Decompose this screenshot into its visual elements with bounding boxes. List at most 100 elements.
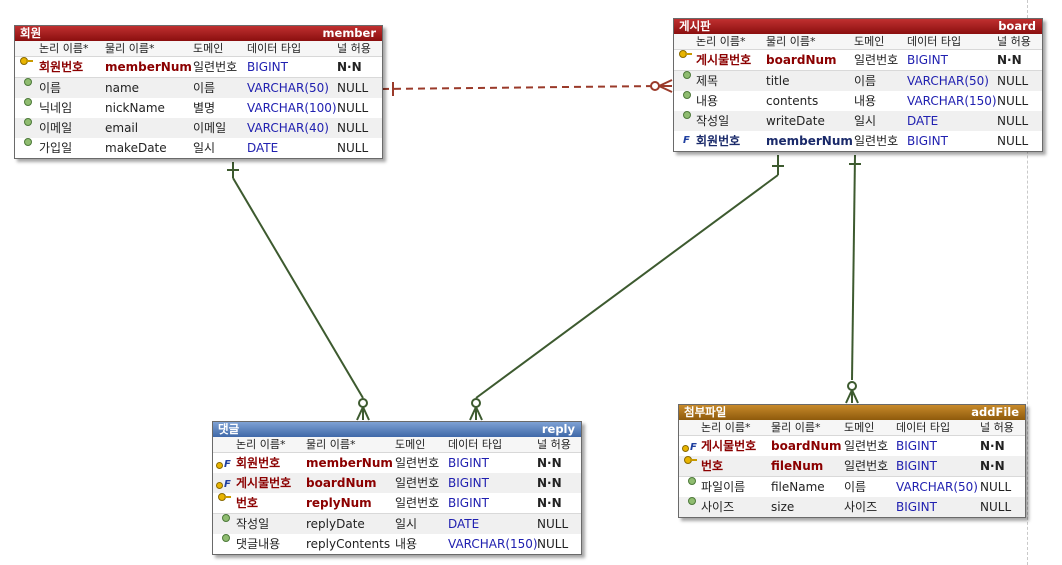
attribute-nullable: N·N bbox=[980, 459, 1005, 473]
relationship-member-board[interactable] bbox=[381, 79, 673, 96]
attribute-physical: name bbox=[105, 81, 140, 95]
attribute-dot-icon bbox=[218, 514, 232, 534]
header-domain: 도메인 bbox=[844, 421, 875, 434]
relationship-board-addfile[interactable] bbox=[845, 154, 861, 404]
entity-addfile[interactable]: 첨부파일 addFile 논리 이름* 물리 이름* 도메인 데이터 타입 널 … bbox=[678, 404, 1026, 518]
entity-reply[interactable]: 댓글 reply 논리 이름* 물리 이름* 도메인 데이터 타입 널 허용 F… bbox=[212, 421, 582, 555]
attribute-domain: 일시 bbox=[395, 517, 418, 531]
attribute-domain: 일련번호 bbox=[854, 53, 899, 67]
attribute-datatype: VARCHAR(50) bbox=[247, 81, 329, 95]
attribute-logical: 작성일 bbox=[236, 517, 270, 531]
header-nullable: 널 허용 bbox=[980, 421, 1014, 434]
attribute-physical: boardNum bbox=[306, 476, 377, 490]
primary-key-icon bbox=[679, 50, 693, 70]
attribute-domain: 일시 bbox=[193, 141, 216, 155]
attribute-datatype: BIGINT bbox=[896, 459, 937, 473]
attribute-physical: title bbox=[766, 74, 790, 88]
header-logical: 논리 이름* bbox=[696, 35, 746, 48]
header-nullable: 널 허용 bbox=[337, 42, 371, 55]
attribute-nullable: N·N bbox=[537, 496, 562, 510]
entity-member[interactable]: 회원 member 논리 이름* 물리 이름* 도메인 데이터 타입 널 허용 … bbox=[14, 25, 383, 159]
attribute-domain: 사이즈 bbox=[844, 500, 878, 514]
attribute-physical: boardNum bbox=[771, 439, 842, 453]
entity-title-bar[interactable]: 첨부파일 addFile bbox=[679, 405, 1025, 420]
header-physical: 물리 이름* bbox=[766, 35, 816, 48]
entity-physical-name: addFile bbox=[971, 405, 1019, 419]
entity-title-bar[interactable]: 회원 member bbox=[15, 26, 382, 41]
primary-foreign-key-icon: F bbox=[682, 436, 698, 456]
attribute-physical: makeDate bbox=[105, 141, 167, 155]
header-physical: 물리 이름* bbox=[306, 438, 356, 451]
header-domain: 도메인 bbox=[854, 35, 885, 48]
attribute-domain: 이름 bbox=[844, 480, 867, 494]
header-datatype: 데이터 타입 bbox=[247, 42, 302, 55]
column-header-row: 논리 이름* 물리 이름* 도메인 데이터 타입 널 허용 bbox=[674, 34, 1042, 50]
attribute-nullable: N·N bbox=[537, 456, 562, 470]
attribute-logical: 작성일 bbox=[696, 114, 730, 128]
attribute-logical: 게시물번호 bbox=[236, 476, 292, 490]
attribute-physical: memberNum bbox=[105, 60, 192, 74]
entity-physical-name: reply bbox=[541, 422, 575, 436]
attribute-datatype: VARCHAR(50) bbox=[907, 74, 989, 88]
attribute-dot-icon bbox=[679, 71, 693, 91]
attribute-datatype: BIGINT bbox=[907, 53, 948, 67]
attribute-physical: replyContents bbox=[306, 537, 391, 551]
attribute-physical: fileName bbox=[771, 480, 825, 494]
attribute-nullable: N·N bbox=[337, 60, 362, 74]
attribute-logical: 파일이름 bbox=[701, 480, 746, 494]
attribute-physical: size bbox=[771, 500, 795, 514]
attribute-physical: contents bbox=[766, 94, 819, 108]
attribute-nullable: NULL bbox=[537, 517, 569, 531]
attribute-logical: 내용 bbox=[696, 94, 719, 108]
attribute-physical: replyNum bbox=[306, 496, 372, 510]
header-datatype: 데이터 타입 bbox=[896, 421, 951, 434]
header-logical: 논리 이름* bbox=[236, 438, 286, 451]
entity-title-bar[interactable]: 게시판 board bbox=[674, 19, 1042, 34]
header-domain: 도메인 bbox=[395, 438, 426, 451]
attribute-nullable: NULL bbox=[537, 537, 569, 551]
attribute-domain: 일련번호 bbox=[193, 60, 238, 74]
attribute-datatype: DATE bbox=[448, 517, 480, 531]
header-domain: 도메인 bbox=[193, 42, 224, 55]
attribute-physical: writeDate bbox=[766, 114, 825, 128]
attribute-physical: email bbox=[105, 121, 139, 135]
entity-board[interactable]: 게시판 board 논리 이름* 물리 이름* 도메인 데이터 타입 널 허용 … bbox=[673, 18, 1043, 152]
attribute-domain: 이메일 bbox=[193, 121, 227, 135]
entity-logical-name: 회원 bbox=[20, 26, 42, 40]
header-physical: 물리 이름* bbox=[771, 421, 821, 434]
column-header-row: 논리 이름* 물리 이름* 도메인 데이터 타입 널 허용 bbox=[679, 420, 1025, 436]
entity-title-bar[interactable]: 댓글 reply bbox=[213, 422, 581, 437]
header-datatype: 데이터 타입 bbox=[448, 438, 503, 451]
primary-key-icon bbox=[684, 456, 698, 476]
relationship-board-reply[interactable] bbox=[469, 155, 784, 421]
attribute-datatype: VARCHAR(150) bbox=[448, 537, 538, 551]
relationship-member-reply[interactable] bbox=[227, 162, 370, 421]
attribute-datatype: DATE bbox=[907, 114, 939, 128]
attribute-domain: 일련번호 bbox=[395, 476, 440, 490]
attribute-domain: 이름 bbox=[854, 74, 877, 88]
attribute-nullable: NULL bbox=[997, 134, 1029, 148]
